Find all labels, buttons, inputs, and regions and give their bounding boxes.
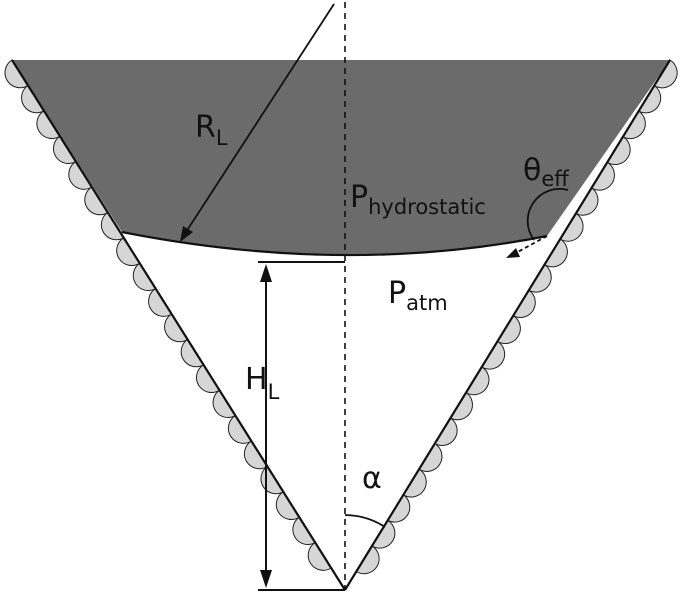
right-wall-bumps [355, 59, 678, 575]
tangent-dashed-line [513, 235, 548, 255]
surface-bump [653, 59, 678, 89]
atmospheric-pressure-label: Patm [388, 276, 448, 315]
surface-bump [402, 468, 427, 498]
height-arrowhead-top [260, 264, 272, 282]
right-cone-wall [344, 59, 671, 591]
liquid-region [12, 60, 670, 256]
surface-bump [132, 262, 157, 291]
surface-bump [559, 212, 584, 242]
surface-bump [307, 541, 332, 571]
surface-bump [164, 313, 189, 343]
surface-bump [418, 442, 443, 472]
surface-bump [196, 364, 221, 393]
tangent-arrowhead [506, 248, 520, 258]
surface-bump [371, 519, 396, 549]
surface-bump [275, 491, 300, 520]
surface-bump [434, 417, 458, 446]
surface-bump [575, 187, 599, 216]
surface-bump [528, 263, 552, 293]
surface-bump [386, 494, 411, 523]
surface-bump [100, 211, 125, 241]
height-arrowhead-bottom [260, 570, 272, 588]
surface-bump [622, 110, 646, 140]
surface-bump [116, 237, 141, 266]
left-cone-wall [11, 59, 346, 591]
half-angle-label: α [362, 461, 382, 496]
radius-arrow [185, 3, 335, 233]
hydrostatic-pressure-label: Phydrostatic [350, 180, 486, 219]
height-label: HL [245, 362, 280, 404]
surface-bump [355, 545, 380, 575]
surface-bump [84, 186, 109, 216]
surface-bump [606, 136, 631, 165]
surface-bump [496, 315, 521, 344]
surface-bump [292, 516, 316, 545]
meniscus-curve [121, 230, 548, 257]
surface-bump [36, 110, 61, 139]
radius-arrowhead [180, 226, 193, 242]
surface-bump [465, 366, 490, 396]
surface-bump [180, 338, 205, 368]
surface-bump [590, 161, 615, 191]
surface-bump [481, 340, 506, 370]
surface-bump [543, 238, 568, 268]
surface-bump [212, 389, 237, 418]
surface-bump [449, 391, 473, 421]
contact-angle-label: θeff [523, 153, 569, 191]
surface-bump [52, 135, 77, 164]
contact-angle-arc [526, 188, 569, 241]
surface-bump [4, 59, 29, 89]
surface-bump [260, 465, 285, 495]
surface-bump [227, 414, 253, 444]
surface-bump [637, 84, 662, 114]
surface-bump [512, 289, 536, 318]
surface-bump [21, 84, 45, 114]
left-wall-bumps [4, 59, 332, 571]
radius-label: RL [195, 110, 228, 150]
surface-bump [68, 160, 93, 190]
surface-bump [148, 287, 173, 317]
surface-bump [243, 440, 269, 470]
half-angle-arc [344, 514, 386, 528]
